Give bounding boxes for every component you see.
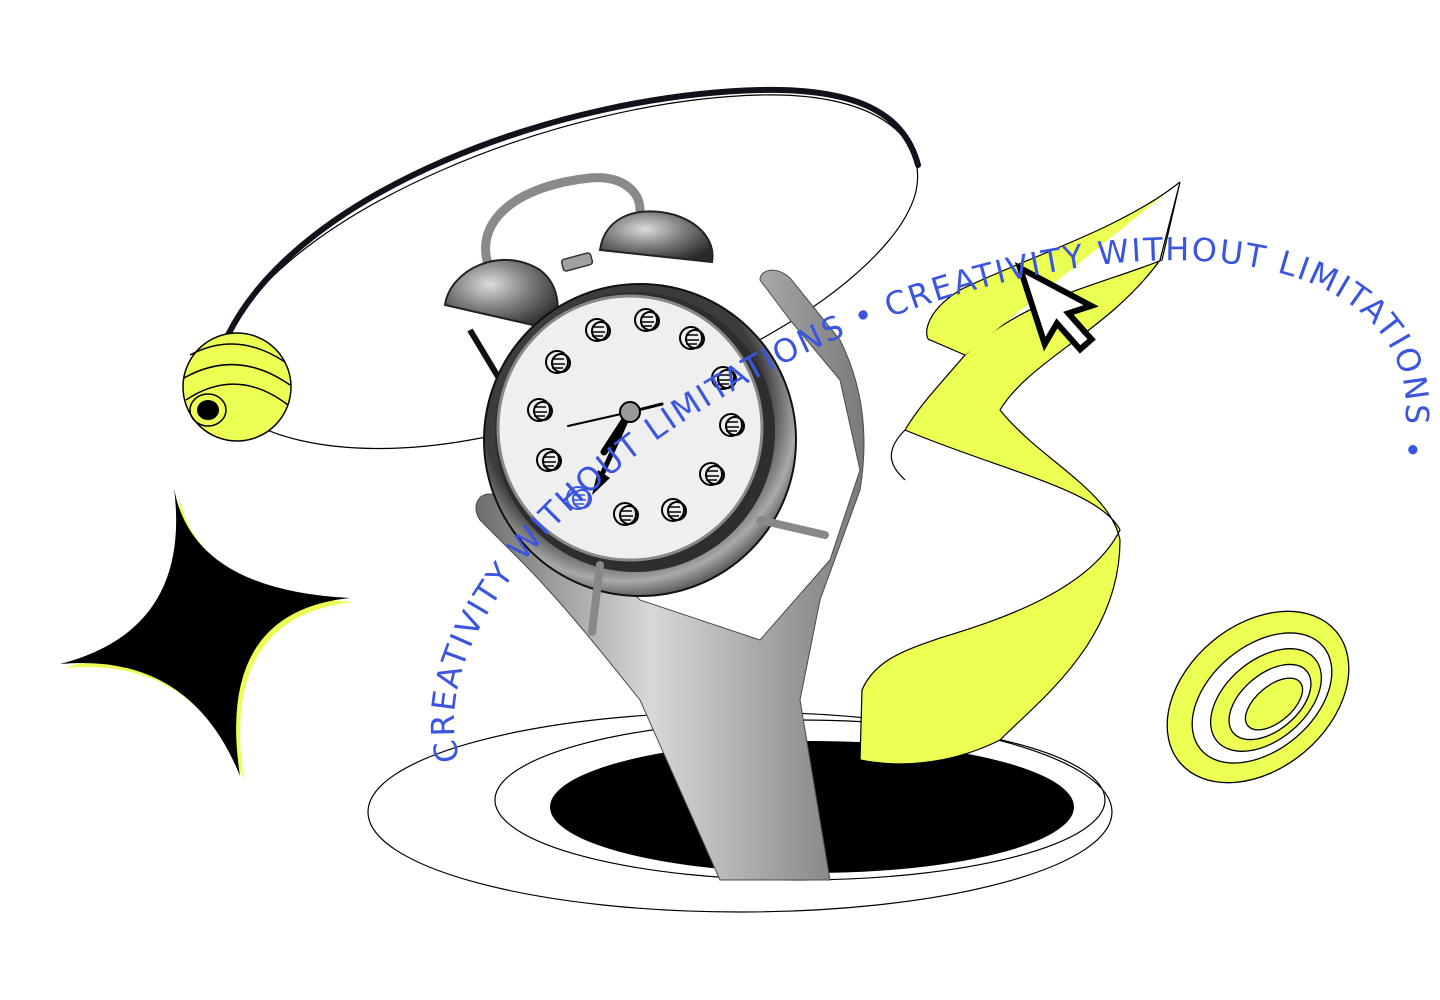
hand-holding-clock: [475, 269, 865, 881]
striped-sphere-icon: [182, 332, 292, 442]
right-bell: [598, 210, 714, 264]
orbit-bold-arc: [225, 86, 921, 338]
clock-face: [496, 294, 764, 562]
orbit-thin-line: [227, 94, 919, 450]
hour-markers: [527, 308, 745, 526]
concentric-rings-icon: [1166, 610, 1350, 784]
yellow-ribbon: [859, 181, 1181, 765]
orbit: [225, 86, 921, 450]
four-point-star-icon: [60, 488, 354, 780]
clock-hands: [567, 401, 664, 495]
alarm-clock: [443, 173, 829, 636]
pixel-arrow-cursor-icon: [1014, 261, 1099, 354]
